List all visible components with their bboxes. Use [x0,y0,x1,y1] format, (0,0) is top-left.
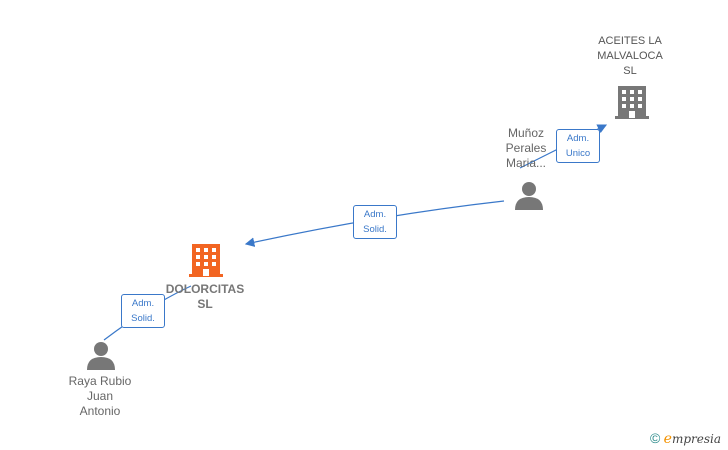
node-label-munoz[interactable]: Muñoz Perales Maria... [505,126,547,170]
copyright-icon: © [650,430,661,446]
person-icon[interactable] [514,180,544,210]
building-icon[interactable] [615,84,649,120]
edge-label-adm-solid-raya[interactable]: Adm. Solid. [121,294,165,328]
brand-name: mpresia [671,432,722,446]
building-icon[interactable] [189,242,223,278]
edge-label-adm-solid-munoz[interactable]: Adm. Solid. [353,205,397,239]
footer-brand: © empresia [650,430,721,447]
node-label-aceites[interactable]: ACEITES LA MALVALOCA SL [597,35,663,77]
brand-logo-letter: e [663,431,672,447]
node-label-dolorcitas[interactable]: DOLORCITAS SL [165,282,245,311]
edge-label-adm-unico[interactable]: Adm. Unico [556,129,600,163]
node-label-raya[interactable]: Raya Rubio Juan Antonio [68,374,132,418]
person-icon[interactable] [86,340,116,370]
